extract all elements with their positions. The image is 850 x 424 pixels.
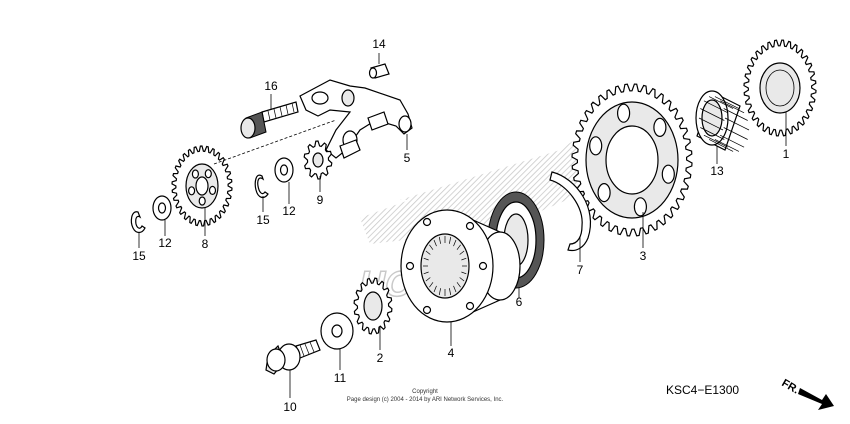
copyright-notice: Copyright Page design (c) 2004 - 2014 by… — [347, 389, 504, 403]
part-12-washer-lower — [152, 195, 172, 221]
callout-numbers: 1 13 3 7 6 4 2 11 10 5 14 16 9 12 15 8 1… — [132, 37, 789, 414]
part-10-flange-bolt — [265, 339, 321, 375]
callout-7: 7 — [577, 263, 584, 277]
callout-3: 3 — [640, 249, 647, 263]
callout-9: 9 — [317, 193, 324, 207]
part-5-idler-shaft-assembly — [299, 79, 413, 159]
part-11-washer — [320, 312, 354, 350]
callout-12-upper: 12 — [282, 204, 296, 218]
part-9-small-gear — [303, 140, 333, 180]
part-8-gear — [171, 145, 233, 227]
part-4-starter-clutch-outer — [400, 209, 521, 323]
callout-15-lower: 15 — [132, 249, 146, 263]
diagram-code: KSC4−E1300 — [666, 383, 739, 397]
leader-lines — [138, 53, 787, 398]
callout-13: 13 — [710, 164, 724, 178]
callout-12-lower: 12 — [158, 236, 172, 250]
copyright-line-2: Page design (c) 2004 - 2014 by ARI Netwo… — [347, 397, 504, 403]
callout-5: 5 — [404, 151, 411, 165]
callout-11: 11 — [334, 371, 347, 385]
front-direction-indicator: FR. — [780, 377, 834, 410]
part-13-needle-bearing — [695, 90, 750, 152]
fr-label: FR. — [780, 377, 801, 396]
callout-1: 1 — [783, 147, 790, 161]
callout-8: 8 — [202, 237, 209, 251]
callout-10: 10 — [283, 400, 297, 414]
part-15-circlip-lower — [130, 211, 146, 234]
fr-arrow-icon — [798, 388, 834, 410]
callout-6: 6 — [516, 295, 523, 309]
callout-4: 4 — [448, 346, 455, 360]
part-2-gear — [353, 277, 393, 335]
part-7-clip — [549, 171, 591, 252]
part-3-starter-driven-gear — [571, 83, 693, 237]
part-1-sprocket — [743, 39, 817, 137]
part-12-washer-upper — [274, 157, 294, 183]
callout-16: 16 — [264, 79, 278, 93]
part-15-circlip-upper — [254, 174, 269, 199]
callout-2: 2 — [377, 351, 384, 365]
copyright-line-1: Copyright — [412, 389, 438, 395]
part-14-dowel-pin — [368, 63, 390, 79]
callout-15-upper: 15 — [256, 213, 270, 227]
callout-14: 14 — [372, 37, 386, 51]
part-16-socket-bolt — [240, 101, 299, 139]
